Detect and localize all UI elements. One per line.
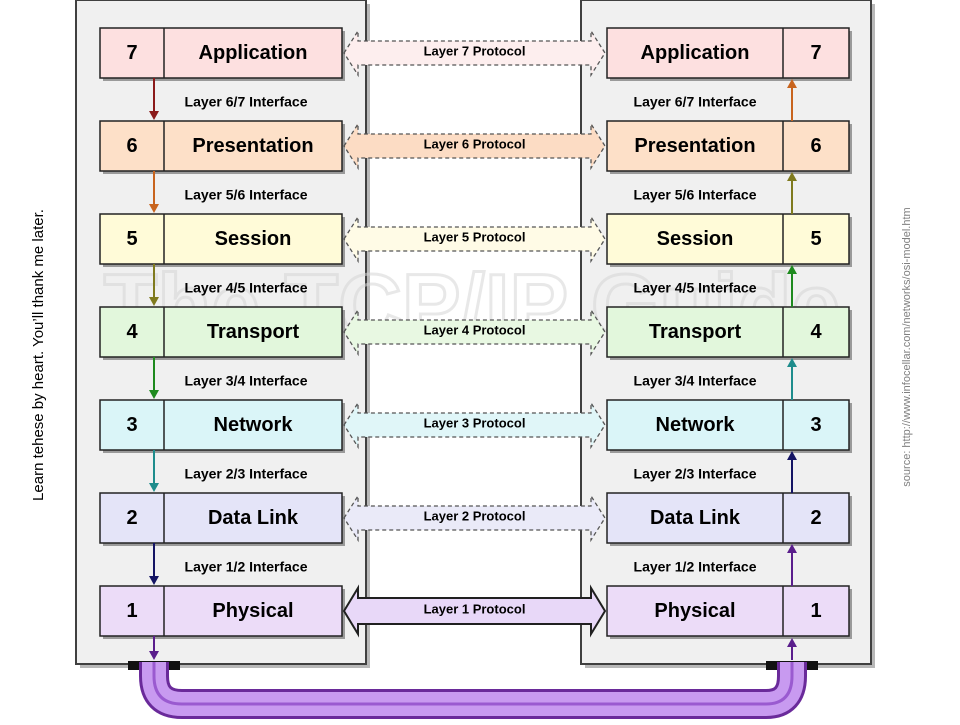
- left-layer-number-5: 5: [126, 228, 137, 250]
- protocol-arrow-4: [343, 307, 606, 357]
- left-layer-box-6: [99, 120, 343, 172]
- protocol-label-3: Layer 3 Protocol: [424, 416, 526, 431]
- protocol-arrow-3: [343, 400, 606, 450]
- left-interface-label-5: Layer 2/3 Interface: [185, 466, 308, 482]
- left-physical-arrowhead: [149, 651, 159, 660]
- protocol-label-7: Layer 7 Protocol: [424, 44, 526, 59]
- right-layer-name-5: Session: [657, 228, 734, 250]
- left-layer-box-4: [99, 306, 343, 358]
- right-layer-number-1: 1: [810, 600, 821, 622]
- source-note: source: http://www.infocellar.com/networ…: [901, 207, 913, 487]
- right-interface-label-3: Layer 4/5 Interface: [634, 280, 757, 296]
- right-layer-number-2: 2: [810, 507, 821, 529]
- left-layer-name-6: Presentation: [192, 135, 313, 157]
- right-interface-label-5: Layer 2/3 Interface: [634, 466, 757, 482]
- right-layer-box-7: [606, 27, 850, 79]
- left-interface-arrowhead-2: [149, 204, 159, 213]
- left-layer-box-1: [99, 585, 343, 637]
- protocol-label-6: Layer 6 Protocol: [424, 137, 526, 152]
- protocol-label-4: Layer 4 Protocol: [424, 323, 526, 338]
- left-layer-name-5: Session: [215, 228, 292, 250]
- left-layer-box-3: [99, 399, 343, 451]
- left-layer-name-2: Data Link: [208, 507, 299, 529]
- left-interface-label-3: Layer 4/5 Interface: [185, 280, 308, 296]
- protocol-label-2: Layer 2 Protocol: [424, 509, 526, 524]
- left-layer-box-5: [99, 213, 343, 265]
- right-physical-arrowhead: [787, 638, 797, 647]
- right-layer-name-1: Physical: [654, 600, 735, 622]
- right-layer-name-4: Transport: [649, 321, 742, 343]
- right-layer-box-6: [606, 120, 850, 172]
- right-layer-name-6: Presentation: [634, 135, 755, 157]
- left-interface-label-4: Layer 3/4 Interface: [185, 373, 308, 389]
- right-layer-number-7: 7: [810, 42, 821, 64]
- right-layer-number-5: 5: [810, 228, 821, 250]
- protocol-arrow-5: [343, 214, 606, 264]
- right-interface-arrowhead-2: [787, 172, 797, 181]
- protocol-arrow-7: [343, 28, 606, 78]
- left-layer-box-7: [99, 27, 343, 79]
- left-layer-number-7: 7: [126, 42, 137, 64]
- left-layer-number-6: 6: [126, 135, 137, 157]
- left-interface-arrowhead-6: [149, 576, 159, 585]
- right-layer-box-4: [606, 306, 850, 358]
- protocol-label-1: Layer 1 Protocol: [424, 602, 526, 617]
- protocol-label-5: Layer 5 Protocol: [424, 230, 526, 245]
- left-layer-number-3: 3: [126, 414, 137, 436]
- right-layer-box-5: [606, 213, 850, 265]
- right-layer-name-2: Data Link: [650, 507, 741, 529]
- left-interface-label-2: Layer 5/6 Interface: [185, 187, 308, 203]
- left-interface-arrowhead-4: [149, 390, 159, 399]
- left-layer-number-4: 4: [126, 321, 138, 343]
- left-interface-arrowhead-3: [149, 297, 159, 306]
- left-layer-name-3: Network: [214, 414, 294, 436]
- right-layer-name-7: Application: [641, 42, 750, 64]
- right-interface-arrowhead-5: [787, 451, 797, 460]
- right-layer-name-3: Network: [656, 414, 736, 436]
- right-interface-label-2: Layer 5/6 Interface: [634, 187, 757, 203]
- right-layer-number-3: 3: [810, 414, 821, 436]
- left-interface-arrowhead-5: [149, 483, 159, 492]
- left-layer-box-2: [99, 492, 343, 544]
- left-interface-label-6: Layer 1/2 Interface: [185, 559, 308, 575]
- side-note: Learn tehese by heart. You’ll thank me l…: [30, 209, 47, 501]
- left-layer-name-1: Physical: [212, 600, 293, 622]
- right-interface-arrowhead-6: [787, 544, 797, 553]
- right-layer-number-6: 6: [810, 135, 821, 157]
- protocol-arrow-6: [343, 121, 606, 171]
- right-layer-number-4: 4: [810, 321, 822, 343]
- right-layer-box-3: [606, 399, 850, 451]
- right-interface-label-4: Layer 3/4 Interface: [634, 373, 757, 389]
- right-interface-arrowhead-1: [787, 79, 797, 88]
- protocol-arrow-2: [343, 493, 606, 543]
- right-layer-box-2: [606, 492, 850, 544]
- protocol-arrow-1: [342, 584, 607, 638]
- left-layer-name-4: Transport: [207, 321, 300, 343]
- left-layer-number-2: 2: [126, 507, 137, 529]
- right-interface-arrowhead-4: [787, 358, 797, 367]
- left-interface-arrowhead-1: [149, 111, 159, 120]
- right-layer-box-1: [606, 585, 850, 637]
- right-interface-label-1: Layer 6/7 Interface: [634, 94, 757, 110]
- left-layer-number-1: 1: [126, 600, 137, 622]
- right-interface-arrowhead-3: [787, 265, 797, 274]
- network-cable-highlight: [152, 662, 794, 706]
- right-interface-label-6: Layer 1/2 Interface: [634, 559, 757, 575]
- left-interface-label-1: Layer 6/7 Interface: [185, 94, 308, 110]
- network-cable-fill: [142, 662, 804, 716]
- left-layer-name-7: Application: [199, 42, 308, 64]
